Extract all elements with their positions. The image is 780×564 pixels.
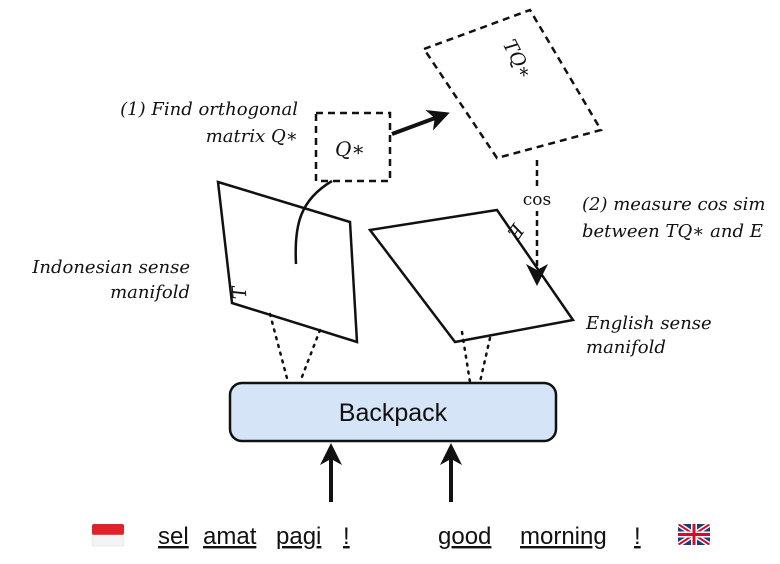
indonesian-manifold-shape: [216, 180, 359, 344]
english-manifold-label-line2: manifold: [586, 337, 666, 358]
t-label: T: [228, 284, 251, 300]
cos-label-bg: [516, 187, 558, 211]
backpack-label: Backpack: [339, 399, 448, 427]
find-orthogonal-line1: (1) Find orthogonal: [120, 99, 298, 120]
measure-cos-line2: between TQ∗ and E: [582, 221, 763, 242]
english-projection-lines: [460, 330, 492, 384]
q-star-label: Q∗: [335, 137, 365, 161]
english-token: good: [438, 523, 491, 550]
english-manifold-label-line1: English sense: [585, 313, 712, 334]
measure-cos-line1: (2) measure cos sim: [582, 194, 765, 215]
indonesian-manifold-label-line2: manifold: [110, 282, 190, 303]
indonesian-token: amat: [203, 523, 257, 550]
english-token: morning: [520, 523, 607, 550]
english-token: !: [634, 523, 641, 550]
indonesian-token: sel: [158, 523, 189, 550]
indonesian-manifold-label-line1: Indonesian sense: [31, 257, 190, 278]
indonesian-projection-lines: [268, 312, 322, 384]
t-to-q-curve: [294, 179, 333, 265]
uk-flag-icon: [678, 524, 710, 545]
indonesia-flag-icon: [91, 524, 125, 547]
cos-label: cos: [523, 190, 551, 210]
tq-star-shape: [422, 8, 603, 160]
indonesian-token: pagi: [276, 523, 321, 550]
indonesian-token: !: [343, 523, 350, 550]
english-manifold-shape: [367, 208, 576, 344]
q-star-box: [314, 111, 392, 183]
q-to-tq-arrow: [391, 109, 450, 136]
backpack-model-box: [228, 381, 558, 443]
find-orthogonal-line2: matrix Q∗: [206, 126, 298, 147]
